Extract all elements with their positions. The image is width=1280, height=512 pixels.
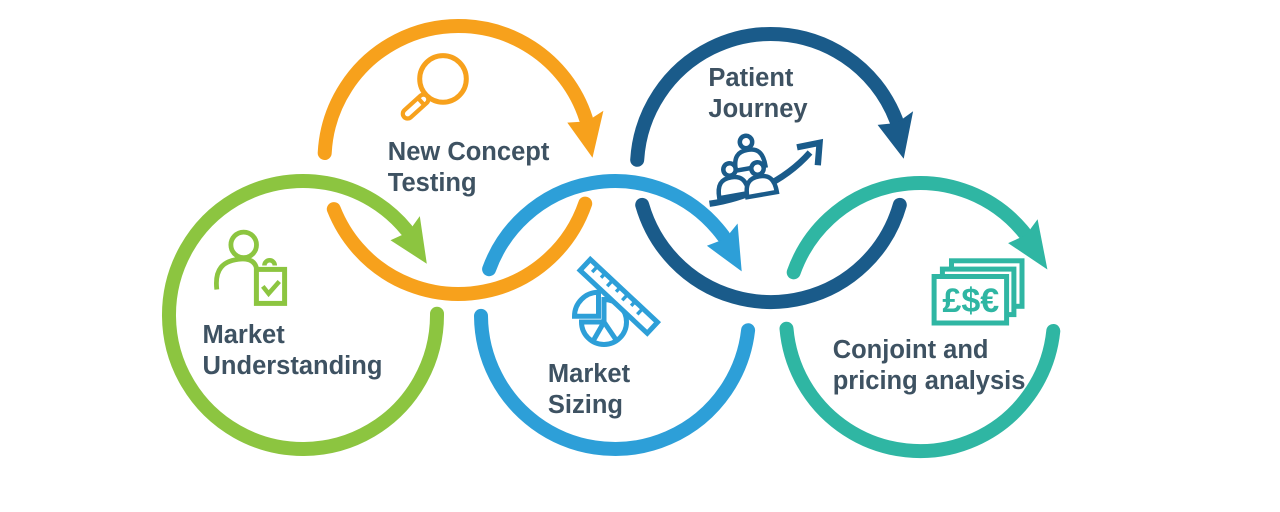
svg-text:£$€: £$€: [942, 282, 999, 320]
